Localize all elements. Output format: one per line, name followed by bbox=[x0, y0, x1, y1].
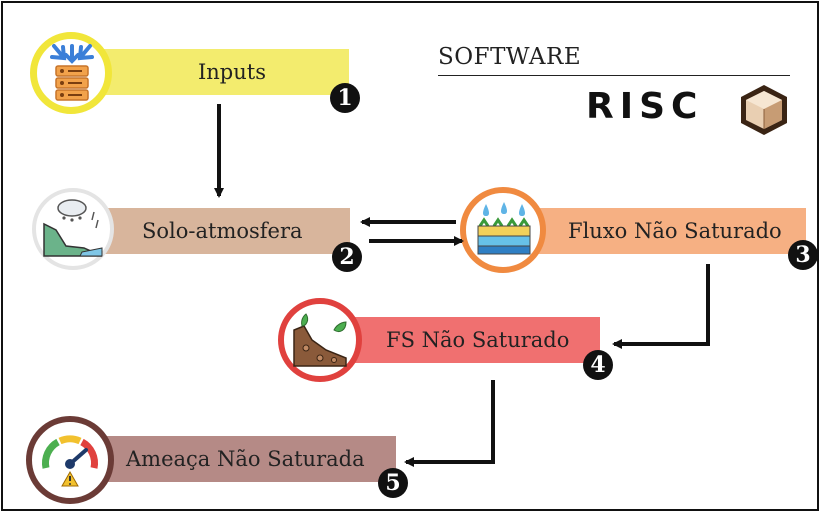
step-solo-atmosfera-label: Solo-atmosfera bbox=[142, 219, 303, 243]
software-label: SOFTWARE bbox=[438, 44, 582, 70]
step-ameaca-number-badge: 5 bbox=[378, 468, 408, 498]
server-input-icon bbox=[50, 44, 94, 101]
step-ameaca-bar: Ameaça Não Saturada bbox=[84, 436, 396, 482]
risco-logo-cube-icon bbox=[741, 85, 787, 135]
step-fluxo-number-badge: 3 bbox=[788, 240, 818, 270]
step-solo-atmosfera-bar: Solo-atmosfera bbox=[98, 208, 350, 254]
step-inputs-label: Inputs bbox=[197, 60, 266, 84]
landslide-icon bbox=[293, 313, 347, 367]
risco-logo-text: RISC bbox=[586, 86, 704, 127]
step-inputs-number-badge: 1 bbox=[330, 83, 360, 113]
step-ameaca-label: Ameaça Não Saturada bbox=[126, 447, 365, 471]
step-solo-atmosfera-number-badge: 2 bbox=[332, 242, 362, 272]
hazard-gauge-icon bbox=[42, 435, 98, 487]
step-fs-number-badge: 4 bbox=[583, 350, 613, 380]
slope-rain-icon bbox=[43, 199, 103, 257]
arrow-fluxo-to-fs bbox=[612, 264, 710, 349]
step-inputs-bar: Inputs bbox=[75, 49, 349, 95]
step-fluxo-bar: Fluxo Não Saturado bbox=[522, 208, 806, 254]
step-fs-circle bbox=[278, 298, 362, 382]
soil-infiltration-icon bbox=[477, 202, 531, 255]
step-fluxo-label: Fluxo Não Saturado bbox=[568, 219, 782, 243]
step-fluxo-circle bbox=[460, 187, 546, 273]
step-fs-label: FS Não Saturado bbox=[386, 328, 570, 352]
step-fs-bar: FS Não Saturado bbox=[342, 317, 600, 363]
header-divider bbox=[438, 75, 790, 76]
arrow-fs-to-ameaca bbox=[404, 380, 495, 467]
